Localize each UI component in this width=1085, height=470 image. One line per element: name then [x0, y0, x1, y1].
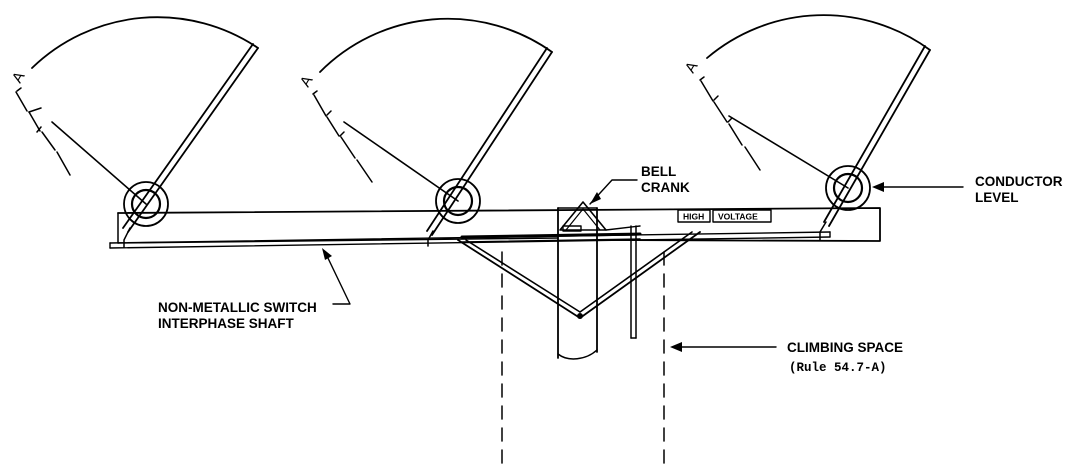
phase-mark-2: A — [297, 73, 317, 90]
switch-phase-1 — [15, 16, 259, 248]
shaft-label-1: NON-METALLIC SWITCH — [158, 300, 317, 315]
sign-voltage-text: VOLTAGE — [718, 212, 758, 222]
high-voltage-sign — [677, 209, 772, 223]
climbing-space-boundaries — [501, 251, 665, 469]
bell-crank-label-2: CRANK — [641, 180, 690, 195]
leader-lines — [322, 179, 964, 352]
sign-high-text: HIGH — [683, 212, 704, 222]
brace-pivot — [577, 313, 583, 319]
switch-phase-3 — [699, 14, 931, 241]
bell-crank-assembly — [457, 201, 701, 339]
climbing-space-label: CLIMBING SPACE — [787, 340, 903, 355]
conductor-level-label-2: LEVEL — [975, 190, 1019, 205]
conductor-level-label-1: CONDUCTOR — [975, 174, 1063, 189]
phase-mark-3: A — [682, 59, 702, 76]
phase-mark-1: A — [9, 69, 29, 86]
switch-phase-2 — [312, 17, 553, 247]
shaft-label-2: INTERPHASE SHAFT — [158, 316, 295, 331]
bell-crank-label-1: BELL — [641, 164, 676, 179]
rule-reference-label: (Rule 54.7-A) — [789, 361, 887, 375]
